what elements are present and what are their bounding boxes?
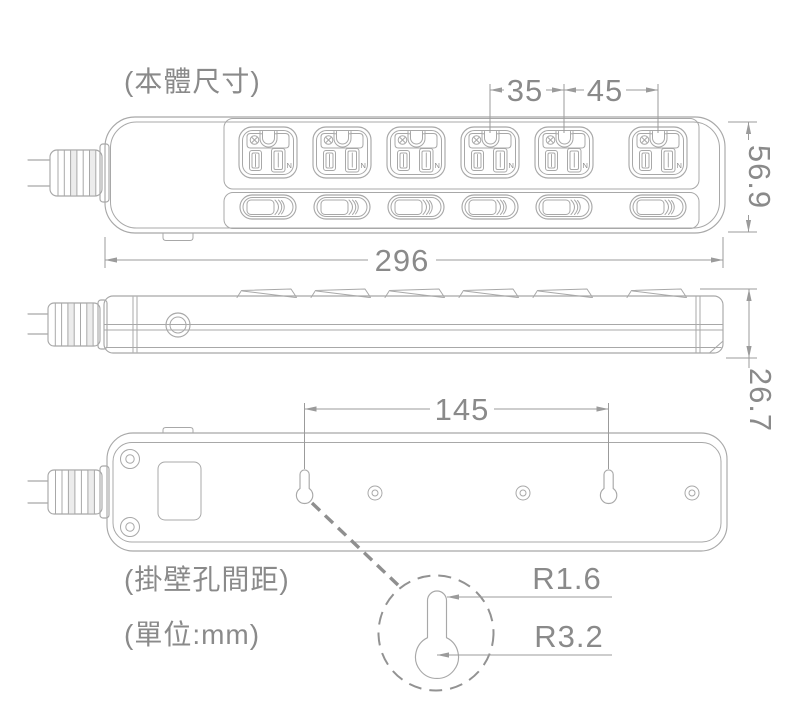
power-cord-side xyxy=(27,299,108,350)
keyhole-detail-shape xyxy=(414,590,460,680)
dim-145: 145 xyxy=(435,392,490,427)
strip-body-outline xyxy=(104,116,726,234)
screw-boss xyxy=(684,485,700,501)
corner-screw xyxy=(120,449,140,469)
hang-tab xyxy=(162,232,194,241)
dim-56-9: 56.9 xyxy=(742,145,777,209)
screw-boss xyxy=(367,485,383,501)
label-recess xyxy=(157,461,202,521)
strain-relief xyxy=(49,149,103,197)
keyhole-detail-view: R1.6 R3.2 xyxy=(310,501,612,692)
strip-bottom-outline xyxy=(106,432,728,552)
corner-screw xyxy=(120,517,140,537)
page-title: (本體尺寸) xyxy=(124,66,261,97)
switch-panel xyxy=(223,192,700,229)
indicator-button xyxy=(165,312,191,338)
radius-callout-r32: R3.2 xyxy=(437,619,612,658)
top-view xyxy=(27,116,726,241)
power-cord xyxy=(27,143,110,203)
dimension-socket-pitch: 35 45 xyxy=(489,73,659,133)
bottom-view xyxy=(27,427,728,552)
socket-panel xyxy=(223,118,700,190)
label-r3-2: R3.2 xyxy=(534,619,603,654)
hang-tab-bottom xyxy=(162,427,194,434)
dim-296: 296 xyxy=(375,243,430,278)
label-r1-6: R1.6 xyxy=(532,561,601,596)
power-cord-bottom xyxy=(27,465,110,519)
dimension-hole-spacing: 145 xyxy=(304,392,609,469)
unit-note: (單位:mm) xyxy=(124,619,260,650)
dim-26-7: 26.7 xyxy=(743,368,778,432)
screw-boss xyxy=(515,485,531,501)
detail-circle xyxy=(377,574,495,692)
dimension-body-length: 296 xyxy=(104,237,724,278)
side-view xyxy=(27,288,724,354)
dimension-body-height: 56.9 xyxy=(728,121,777,233)
radius-callout-r16: R1.6 xyxy=(447,561,612,600)
dimension-body-thickness: 26.7 xyxy=(700,288,778,432)
dim-35: 35 xyxy=(507,73,543,108)
dim-45: 45 xyxy=(587,73,623,108)
wall-hole-note: (掛壁孔間距) xyxy=(124,564,290,595)
detail-leader-line xyxy=(310,501,400,587)
